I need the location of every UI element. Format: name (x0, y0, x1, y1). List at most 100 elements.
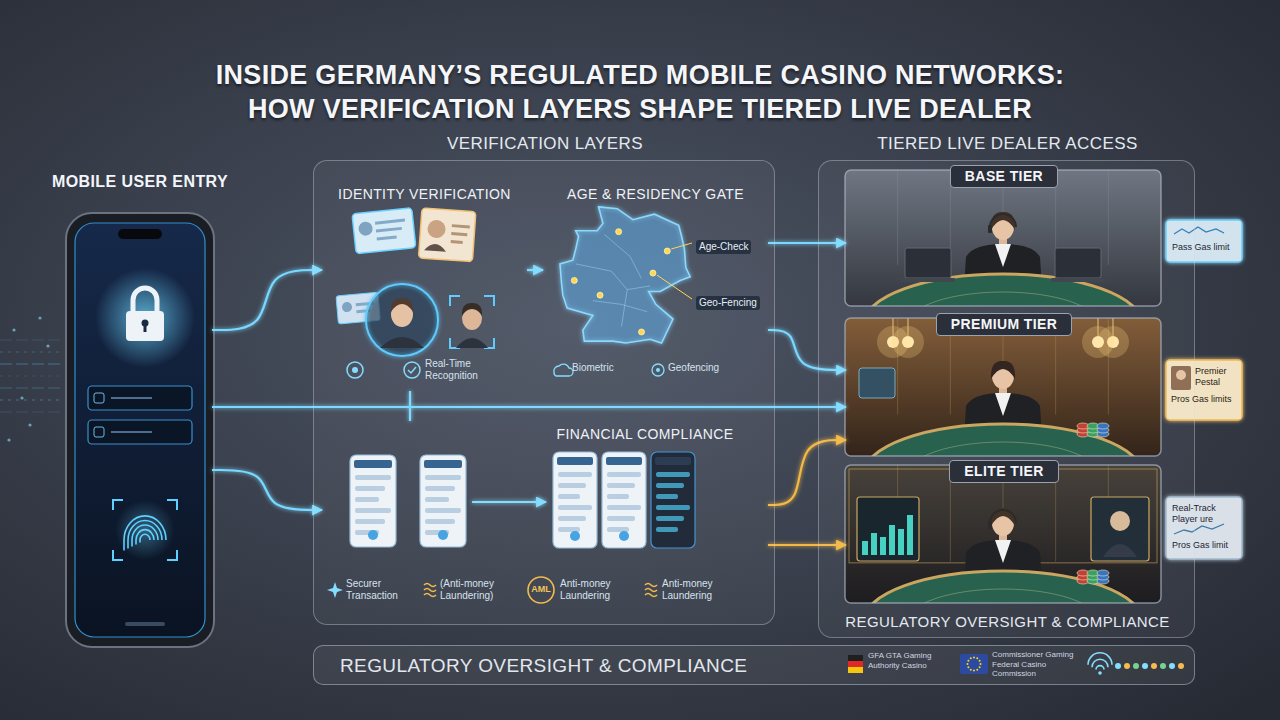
step-heading: IDENTITY VERIFICATION (338, 186, 511, 203)
phone-illustration (144, 324, 147, 332)
phone-illustration (135, 540, 137, 545)
verification-step: AGE & RESIDENCY GATE (543, 171, 768, 391)
text-slot: FINANCIAL COMPLIANCE (532, 425, 758, 443)
flow-streaks (0, 375, 62, 376)
card-text: Pass Gas limit (1172, 242, 1238, 253)
label-slot: Commissioner Gaming Federal Casino Commi… (992, 650, 1088, 679)
text-slot: MOBILE USER ENTRY (32, 172, 248, 191)
label-slot: Securer Transaction (346, 578, 418, 602)
label-slot: Geo-Fencing (696, 292, 762, 310)
step-heading: AGE & RESIDENCY GATE (567, 186, 744, 203)
phone-illustration (132, 525, 158, 540)
label-slot: AML (527, 584, 555, 595)
map-callout: Geo-Fencing (696, 296, 760, 310)
phone-illustration (124, 516, 166, 540)
label-slot: Anti-money Laundering (662, 578, 730, 602)
text-slot: ELITE TIER (846, 460, 1162, 483)
flow-streaks (12, 328, 15, 331)
panel-heading: TIERED LIVE DEALER ACCESS (877, 134, 1137, 154)
text-slot: AGE & RESIDENCY GATE (543, 185, 768, 203)
tier-card: BASE TIER (846, 171, 1162, 307)
bar-heading: REGULATORY OVERSIGHT & COMPLIANCE (340, 655, 747, 678)
diagram-title: INSIDE GERMANY’S REGULATED MOBILE CASINO… (90, 58, 1190, 126)
label-slot: Real-Track Player ure (1172, 503, 1238, 525)
label-slot: Geofencing (668, 362, 748, 374)
panel-footer: REGULATORY OVERSIGHT & COMPLIANCE (845, 613, 1169, 631)
logo-caption: GFA GTA Gaming Authority Casino (868, 651, 946, 670)
label-slot: (Anti-money Laundering) (440, 578, 516, 602)
logo-caption: Commissioner Gaming Federal Casino Commi… (992, 650, 1088, 679)
feature-label: (Anti-money Laundering) (440, 578, 516, 602)
tier-tab: PREMIUM TIER (936, 313, 1073, 336)
phone-illustration (133, 288, 157, 312)
flow-streaks (7, 438, 10, 441)
phone-entry: MOBILE USER ENTRY (68, 170, 212, 645)
label-slot: Pros Gas limit (1172, 540, 1238, 551)
phone-illustration (127, 540, 129, 549)
feature-label: Geofencing (668, 362, 748, 374)
flow-streaks (0, 387, 62, 388)
phone-illustration (111, 397, 152, 399)
map-callout: Age-Check (696, 240, 751, 254)
text-slot: IDENTITY VERIFICATION (322, 185, 527, 203)
tier-panel: TIERED LIVE DEALER ACCESSREGULATORY OVER… (818, 160, 1195, 638)
label-slot: Anti-money Laundering (560, 578, 628, 602)
flow-connector (212, 270, 322, 330)
phone-illustration (66, 213, 214, 647)
step-heading: FINANCIAL COMPLIANCE (556, 426, 733, 443)
tier-card: ELITE TIER (846, 466, 1162, 604)
text-slot: REGULATORY OVERSIGHT & COMPLIANCE (340, 655, 770, 678)
panel-heading: VERIFICATION LAYERS (447, 134, 643, 154)
phone-illustration (88, 420, 192, 444)
phone-illustration (66, 213, 214, 647)
phone-illustration (88, 386, 192, 410)
feature-label: Real-Time Recognition (425, 358, 505, 382)
text-slot: TIERED LIVE DEALER ACCESS (819, 134, 1196, 154)
label-slot: Age-Check (696, 236, 762, 254)
phone-illustration (111, 431, 152, 433)
label-slot: Biometric (572, 362, 642, 374)
feature-label: Anti-money Laundering (662, 578, 730, 602)
flow-streaks (38, 316, 41, 319)
phone-illustration (126, 311, 164, 341)
flow-streaks (28, 423, 31, 426)
phone-illustration (94, 427, 104, 437)
tier-tab: BASE TIER (950, 165, 1058, 188)
flow-streaks (0, 411, 62, 412)
card-text: Pros Gas limits (1171, 394, 1239, 405)
phone-illustration (131, 540, 133, 547)
phone-illustration (136, 530, 154, 540)
feature-label: Anti-money Laundering (560, 578, 628, 602)
text-slot: PREMIUM TIER (846, 313, 1162, 336)
flow-streaks (0, 339, 62, 340)
phone-illustration (94, 393, 104, 403)
aml-badge-text: AML (527, 584, 555, 595)
card-text: Premier Pestal (1195, 366, 1240, 388)
text-slot: VERIFICATION LAYERS (314, 134, 776, 154)
phone-illustration (123, 540, 125, 551)
flow-streaks (46, 344, 49, 347)
card-text: Real-Track Player ure (1172, 503, 1238, 525)
title-block: INSIDE GERMANY’S REGULATED MOBILE CASINO… (90, 58, 1190, 126)
verification-step: IDENTITY VERIFICATION (322, 171, 527, 391)
label-slot: Real-Time Recognition (425, 358, 505, 382)
feature-label: Securer Transaction (346, 578, 418, 602)
label-slot: Premier Pestal (1195, 366, 1240, 388)
layer-panel: VERIFICATION LAYERSIDENTITY VERIFICATION… (313, 160, 775, 625)
text-slot: BASE TIER (846, 165, 1162, 188)
label-slot: Pass Gas limit (1172, 242, 1238, 253)
label-slot: GFA GTA Gaming Authority Casino (868, 651, 946, 670)
tier-card: PREMIUM TIER (846, 319, 1162, 457)
flow-connector (212, 470, 322, 510)
phone-illustration (113, 500, 177, 560)
phone-illustration (125, 622, 165, 626)
label-slot: Pros Gas limits (1171, 394, 1239, 405)
feature-label: Biometric (572, 362, 642, 374)
flow-streaks (0, 363, 62, 364)
text-slot: REGULATORY OVERSIGHT & COMPLIANCE (819, 613, 1196, 631)
phone-illustration (115, 500, 175, 560)
flow-streaks (0, 316, 62, 441)
